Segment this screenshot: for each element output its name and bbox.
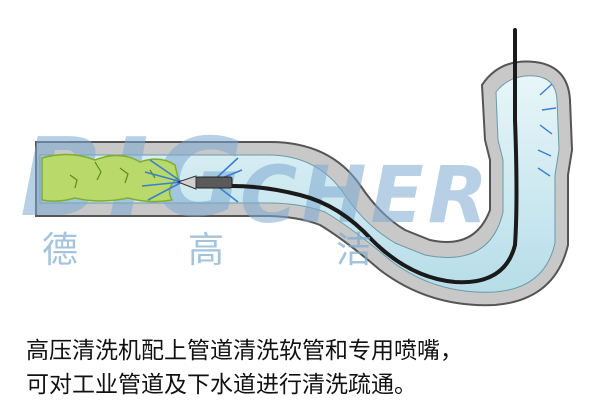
watermark-cn-3: 洁: [336, 230, 372, 271]
cleaning-hose: [230, 28, 519, 285]
watermark-cn-1: 德: [42, 230, 78, 271]
caption-line-2: 可对工业管道及下水道进行清洗疏通。: [26, 372, 417, 398]
watermark-latin-right: CHER: [240, 151, 492, 241]
watermark-cn-2: 高: [188, 230, 224, 271]
pipe-inner-channel: [39, 75, 560, 293]
spray-nozzle: [176, 175, 233, 190]
deposit-cracks: [69, 161, 156, 189]
diagram-caption: 高压清洗机配上管道清洗软管和专用喷嘴， 可对工业管道及下水道进行清洗疏通。: [26, 334, 596, 400]
caption-line-1: 高压清洗机配上管道清洗软管和专用喷嘴，: [26, 338, 463, 364]
water-splash-marks: [537, 83, 557, 177]
